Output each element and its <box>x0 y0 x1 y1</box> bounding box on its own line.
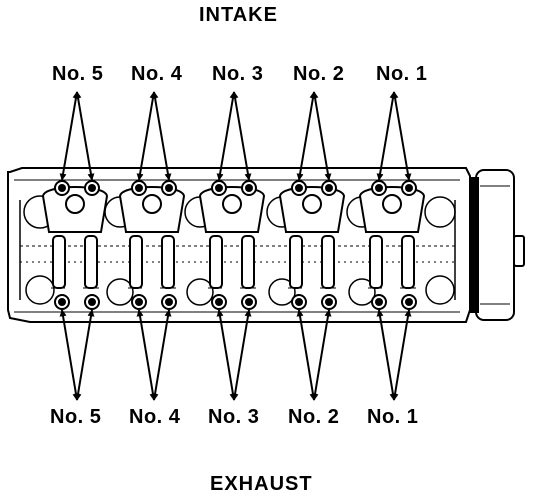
exhaust-label-no3: No. 3 <box>208 406 260 428</box>
exhaust-arrow <box>231 309 252 401</box>
intake-label-no3: No. 3 <box>212 63 264 85</box>
intake-label-no5: No. 5 <box>52 63 104 85</box>
intake-arrow <box>74 91 95 181</box>
intake-arrow <box>376 91 397 181</box>
valve-adjuster-screw <box>375 184 383 192</box>
intake-arrow <box>391 91 412 181</box>
intake-arrow <box>136 91 157 181</box>
valve-arrows <box>59 91 412 401</box>
exhaust-arrow <box>376 309 397 401</box>
valve-adjuster-screw <box>135 184 143 192</box>
valve-adjuster-screw <box>58 298 66 306</box>
intake-arrow <box>216 91 237 181</box>
valve-adjuster-screw <box>245 184 253 192</box>
intake-arrow <box>311 91 332 181</box>
exhaust-arrow <box>136 309 157 401</box>
valve-adjuster-screw <box>295 184 303 192</box>
exhaust-arrow <box>151 309 172 401</box>
intake-arrow <box>151 91 172 181</box>
exhaust-arrow <box>391 309 412 401</box>
valve-adjuster-screw <box>325 298 333 306</box>
rocker-group <box>358 186 426 289</box>
valve-adjuster-screw <box>135 298 143 306</box>
valve-adjuster-screw <box>405 298 413 306</box>
exhaust-label-no5: No. 5 <box>50 406 102 428</box>
exhaust-arrow <box>59 309 80 401</box>
camshaft-sprocket <box>469 169 525 321</box>
exhaust-arrow <box>74 309 95 401</box>
intake-label-no1: No. 1 <box>376 63 428 85</box>
valve-adjuster-screw <box>58 184 66 192</box>
intake-arrow <box>231 91 252 181</box>
valve-adjuster-screw <box>88 298 96 306</box>
exhaust-arrow <box>311 309 332 401</box>
intake-label-no4: No. 4 <box>131 63 183 85</box>
rocker-group <box>41 186 109 289</box>
exhaust-arrow <box>216 309 237 401</box>
exhaust-title: EXHAUST <box>210 473 313 495</box>
exhaust-label-no1: No. 1 <box>367 406 419 428</box>
valve-adjuster-screw <box>165 184 173 192</box>
exhaust-arrow <box>296 309 317 401</box>
rocker-group <box>278 186 346 289</box>
rocker-group <box>118 186 186 289</box>
valve-adjuster-screw <box>325 184 333 192</box>
intake-label-no2: No. 2 <box>293 63 345 85</box>
rocker-group <box>198 186 266 289</box>
valve-adjuster-screw <box>295 298 303 306</box>
valve-adjuster-screw <box>405 184 413 192</box>
exhaust-label-no2: No. 2 <box>288 406 340 428</box>
exhaust-label-no4: No. 4 <box>129 406 181 428</box>
intake-arrow <box>296 91 317 181</box>
valve-adjuster-screw <box>245 298 253 306</box>
valve-adjuster-screw <box>165 298 173 306</box>
valve-adjuster-screw <box>215 184 223 192</box>
intake-title: INTAKE <box>199 4 278 26</box>
rocker-arms <box>41 180 426 310</box>
valve-adjuster-screw <box>215 298 223 306</box>
valve-adjuster-screw <box>375 298 383 306</box>
valve-adjuster-screw <box>88 184 96 192</box>
intake-arrow <box>59 91 80 181</box>
